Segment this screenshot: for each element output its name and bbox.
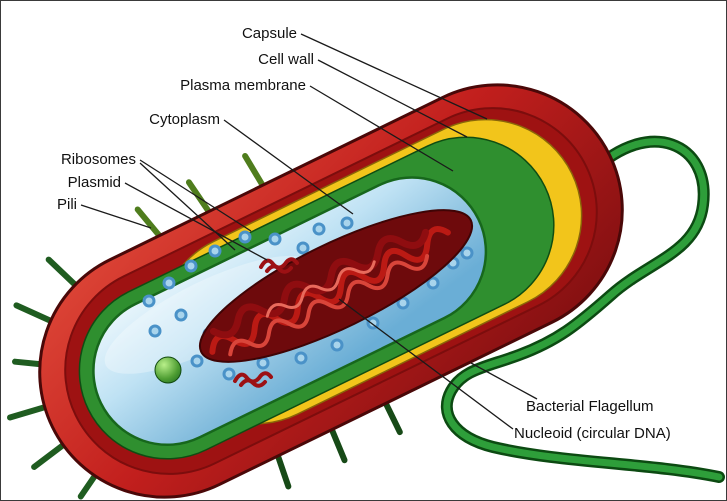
ribosomes-leader-line bbox=[139, 162, 236, 251]
label-plasma-membrane: Plasma membrane bbox=[180, 77, 306, 94]
label-ribosomes: Ribosomes bbox=[61, 151, 136, 168]
ribosome-dot bbox=[340, 216, 354, 230]
ribosome-dot bbox=[190, 354, 204, 368]
label-pili: Pili bbox=[57, 196, 77, 213]
plasmid-loop bbox=[239, 378, 267, 388]
plasmid-loop bbox=[265, 264, 293, 274]
label-cell-wall: Cell wall bbox=[258, 51, 314, 68]
nucleoid-strand bbox=[228, 254, 430, 357]
nucleoid-strand bbox=[265, 260, 376, 318]
pili-leader-line bbox=[80, 204, 152, 229]
pilus-spike bbox=[6, 404, 48, 421]
label-cytoplasm: Cytoplasm bbox=[149, 111, 220, 128]
ribosome-dot bbox=[426, 276, 440, 290]
ribosome-dot bbox=[148, 324, 162, 338]
flagellum-body bbox=[443, 138, 723, 481]
ribosome-dot bbox=[312, 222, 326, 236]
ribosomes-leader-line bbox=[139, 159, 252, 232]
ribosome-dot bbox=[238, 230, 252, 244]
leader-lines bbox=[80, 33, 538, 430]
label-capsule: Capsule bbox=[242, 25, 297, 42]
nucleoid-strand bbox=[209, 226, 451, 355]
pilus-spike bbox=[328, 426, 348, 464]
pili-group bbox=[6, 152, 403, 500]
label-group: Capsule Cell wall Plasma membrane Cytopl… bbox=[57, 25, 671, 442]
ribosome-dot bbox=[208, 244, 222, 258]
ribosome-dot bbox=[460, 246, 474, 260]
ribosome-dot bbox=[142, 294, 156, 308]
pilus-spike bbox=[45, 256, 79, 289]
label-bacterial-flagellum: Bacterial Flagellum bbox=[526, 398, 654, 415]
nucleoid-leader-line bbox=[338, 298, 514, 430]
cell-wall-leader-line bbox=[317, 59, 468, 138]
pilus-spike bbox=[134, 206, 163, 239]
capsule-leader-line bbox=[300, 33, 488, 120]
ribosome-dot bbox=[256, 356, 270, 370]
pilus-spike bbox=[13, 302, 54, 324]
bacterial-flagellum bbox=[440, 135, 725, 483]
pilus-spike bbox=[242, 152, 267, 190]
pilus-spike bbox=[12, 358, 43, 368]
label-nucleoid: Nucleoid (circular DNA) bbox=[514, 425, 671, 442]
cytoplasm-leader-line bbox=[223, 119, 354, 215]
ribosome-dot bbox=[184, 259, 198, 273]
pilus-spike bbox=[77, 473, 98, 500]
pilus-spike bbox=[274, 452, 292, 490]
green-granule bbox=[154, 356, 182, 384]
nucleoid-mass bbox=[198, 209, 474, 363]
ribosome-dot bbox=[294, 351, 308, 365]
ribosome-dot bbox=[162, 276, 176, 290]
plasmid-leader-line bbox=[124, 182, 268, 261]
flagellum-leader-line bbox=[470, 362, 538, 400]
ribosome-dot bbox=[174, 308, 188, 322]
ribosome-dot bbox=[222, 367, 236, 381]
label-plasmid: Plasmid bbox=[68, 174, 121, 191]
plasma-membrane-leader-line bbox=[309, 85, 454, 172]
pilus-spike bbox=[31, 441, 67, 470]
plasmid-group bbox=[233, 257, 299, 388]
pilus-spike bbox=[382, 400, 403, 436]
ribosome-dot bbox=[268, 232, 282, 246]
ribosome-dot bbox=[330, 338, 344, 352]
ribosome-dot bbox=[296, 241, 310, 255]
